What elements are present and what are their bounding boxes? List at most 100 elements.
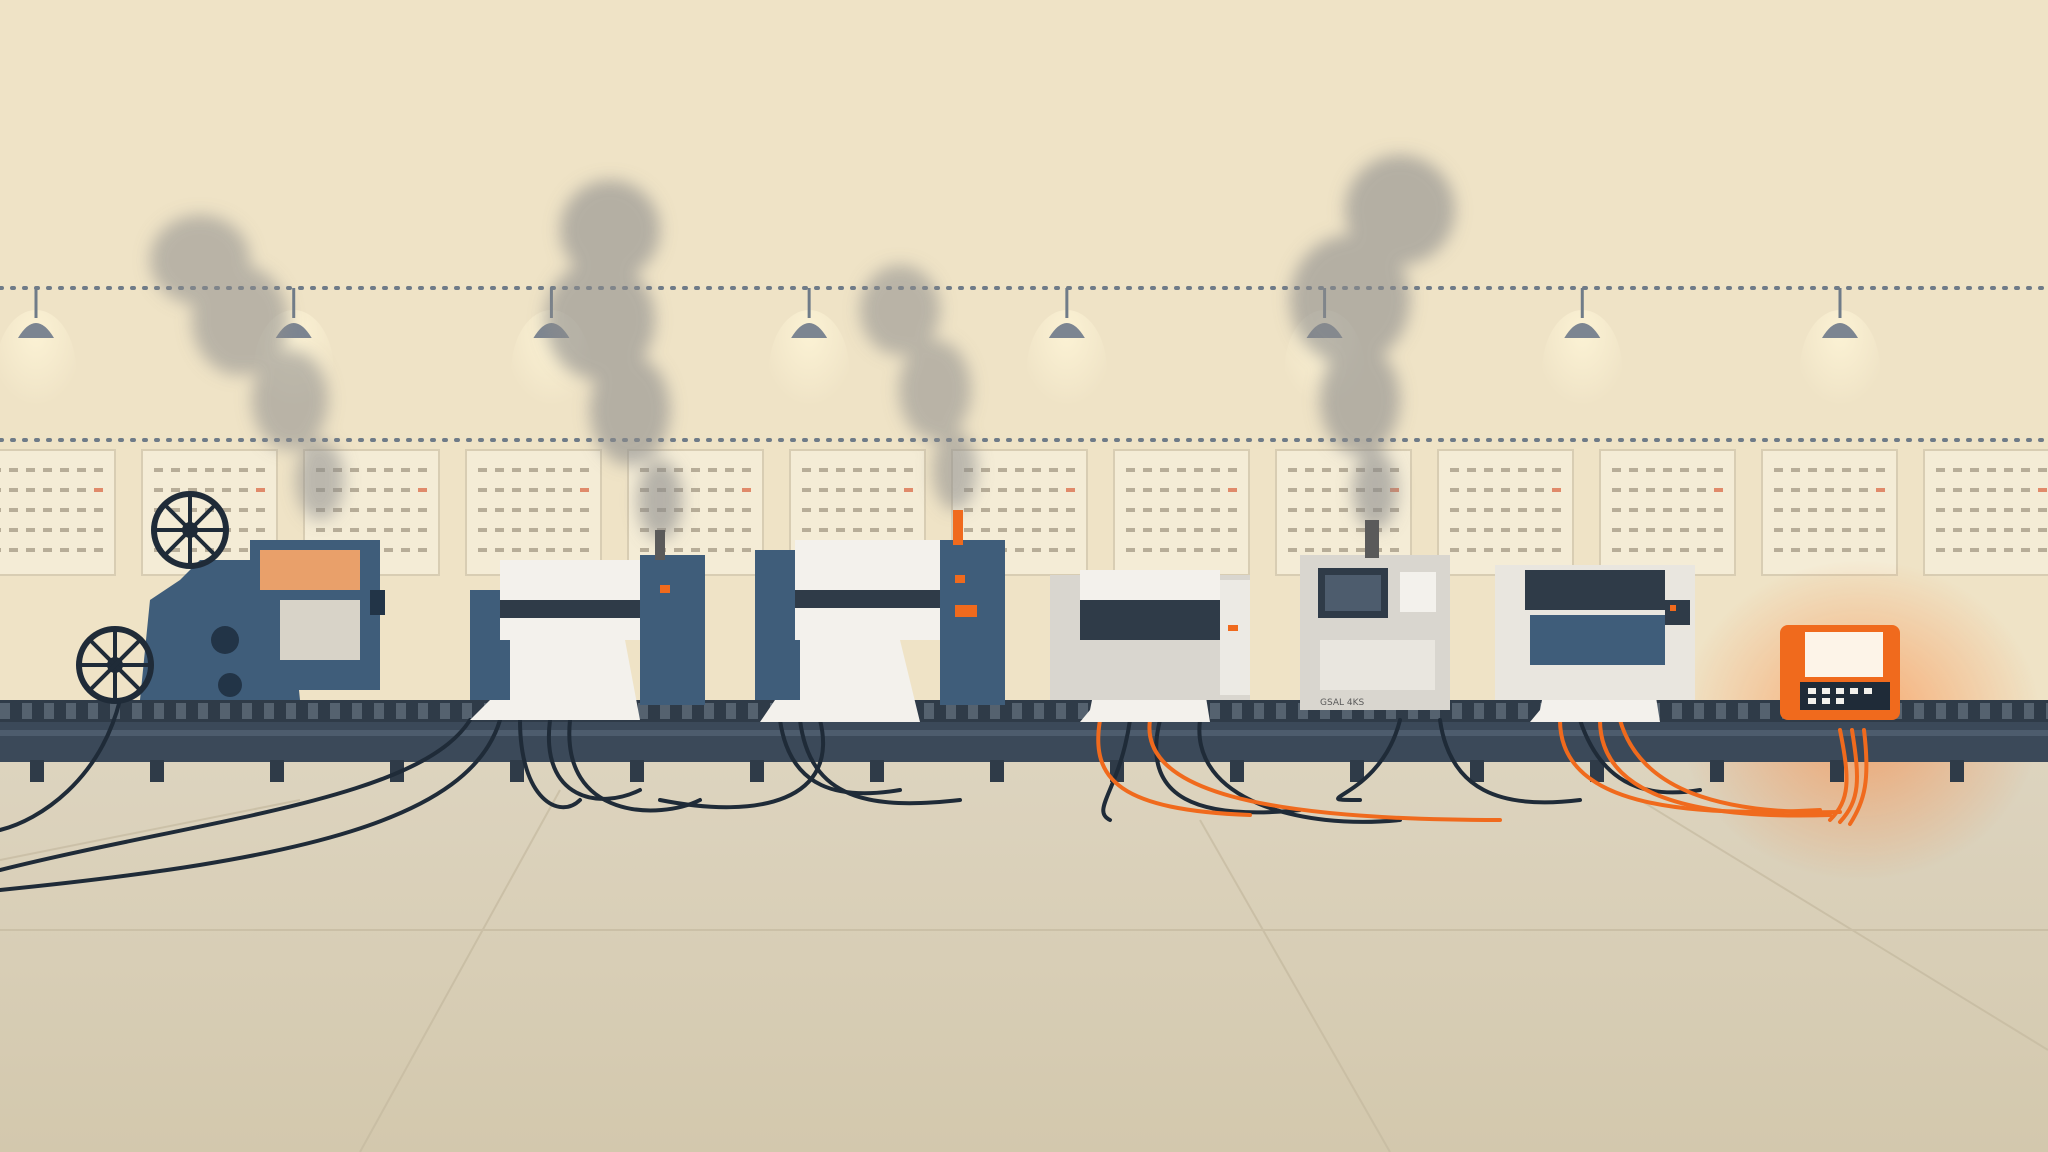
conveyor-leg bbox=[1350, 760, 1364, 782]
ceiling-lamp bbox=[1800, 288, 1880, 430]
conveyor-roller bbox=[440, 703, 450, 719]
conveyor-leg bbox=[30, 760, 44, 782]
conveyor-roller bbox=[66, 703, 76, 719]
smoke-plume-4 bbox=[1290, 155, 1455, 530]
conveyor-roller bbox=[176, 703, 186, 719]
conveyor-roller bbox=[1364, 703, 1374, 719]
conveyor-roller bbox=[660, 703, 670, 719]
conveyor-leg bbox=[510, 760, 524, 782]
machine-rotary-press-1 bbox=[470, 530, 705, 705]
machine-rotary-press-2 bbox=[755, 510, 1005, 705]
conveyor-leg bbox=[1590, 760, 1604, 782]
wall-calendar bbox=[1923, 449, 2048, 576]
wall-calendar bbox=[1599, 449, 1736, 576]
wall-calendar bbox=[0, 449, 116, 576]
ceiling-lamp bbox=[1026, 288, 1107, 430]
conveyor-roller bbox=[968, 703, 978, 719]
conveyor-roller bbox=[154, 703, 164, 719]
conveyor-roller bbox=[704, 703, 714, 719]
conveyor-roller bbox=[418, 703, 428, 719]
conveyor-roller bbox=[462, 703, 472, 719]
floor bbox=[0, 760, 2048, 1152]
conveyor-roller bbox=[242, 703, 252, 719]
conveyor-roller bbox=[2024, 703, 2034, 719]
ceiling-lamp bbox=[0, 288, 76, 430]
conveyor-roller bbox=[638, 703, 648, 719]
conveyor-leg bbox=[630, 760, 644, 782]
conveyor-roller bbox=[1430, 703, 1440, 719]
conveyor-roller bbox=[1760, 703, 1770, 719]
conveyor-roller bbox=[374, 703, 384, 719]
conveyor-leg bbox=[1830, 760, 1844, 782]
conveyor-roller bbox=[1232, 703, 1242, 719]
smoke-plume-3 bbox=[860, 265, 977, 510]
wall-calendar bbox=[1437, 449, 1574, 576]
conveyor-leg bbox=[1710, 760, 1724, 782]
conveyor-roller bbox=[1694, 703, 1704, 719]
smoke-plume-2 bbox=[545, 180, 682, 540]
conveyor-roller bbox=[132, 703, 142, 719]
conveyor-roller bbox=[2002, 703, 2012, 719]
machine-modern-device bbox=[1780, 625, 1900, 720]
conveyor-leg bbox=[1230, 760, 1244, 782]
conveyor-roller bbox=[1320, 703, 1330, 719]
conveyor-roller bbox=[1518, 703, 1528, 719]
conveyor-roller bbox=[748, 703, 758, 719]
conveyor-roller bbox=[88, 703, 98, 719]
conveyor-roller bbox=[1056, 703, 1066, 719]
conveyor-roller bbox=[1254, 703, 1264, 719]
conveyor-roller bbox=[1276, 703, 1286, 719]
conveyor-leg bbox=[990, 760, 1004, 782]
conveyor-roller bbox=[1914, 703, 1924, 719]
conveyor-leg bbox=[750, 760, 764, 782]
conveyor-leg bbox=[870, 760, 884, 782]
conveyor-roller bbox=[1980, 703, 1990, 719]
device-badge-label: GSAL 4KS bbox=[1320, 698, 1365, 708]
conveyor-roller bbox=[946, 703, 956, 719]
conveyor-roller bbox=[726, 703, 736, 719]
conveyor-roller bbox=[1298, 703, 1308, 719]
conveyor-roller bbox=[0, 703, 10, 719]
conveyor-roller bbox=[1078, 703, 1088, 719]
conveyor-roller bbox=[1012, 703, 1022, 719]
conveyor-roller bbox=[198, 703, 208, 719]
conveyor-roller bbox=[286, 703, 296, 719]
cables-dark bbox=[0, 698, 1702, 892]
machine-offset-printer bbox=[1050, 570, 1250, 700]
ceiling-lamp bbox=[1542, 288, 1623, 430]
smoke-plumes bbox=[150, 155, 1455, 540]
machine-digital-copier: GSAL 4KS bbox=[1300, 520, 1450, 710]
conveyor-roller bbox=[990, 703, 1000, 719]
conveyor-roller bbox=[396, 703, 406, 719]
machine-laser-printer bbox=[1495, 565, 1695, 700]
conveyor-roller bbox=[682, 703, 692, 719]
conveyor-roller bbox=[2046, 703, 2048, 719]
smoke-plume-1 bbox=[150, 215, 344, 520]
conveyor-roller bbox=[220, 703, 230, 719]
ceiling-lamp bbox=[769, 288, 850, 430]
conveyor-roller bbox=[1496, 703, 1506, 719]
floor-tile-lines bbox=[0, 789, 2048, 1152]
conveyor-roller bbox=[1958, 703, 1968, 719]
conveyor-roller bbox=[1034, 703, 1044, 719]
conveyor-roller bbox=[1342, 703, 1352, 719]
cables-orange bbox=[1096, 718, 1869, 826]
conveyor-roller bbox=[1386, 703, 1396, 719]
conveyor-leg bbox=[150, 760, 164, 782]
wall-calendar bbox=[1113, 449, 1250, 576]
conveyor-leg bbox=[1950, 760, 1964, 782]
conveyor-roller bbox=[1408, 703, 1418, 719]
wall-calendar bbox=[1761, 449, 1898, 576]
conveyor-roller bbox=[1738, 703, 1748, 719]
conveyor-roller bbox=[352, 703, 362, 719]
conveyor-leg bbox=[1470, 760, 1484, 782]
conveyor-roller bbox=[924, 703, 934, 719]
wall-calendar bbox=[465, 449, 602, 576]
conveyor-roller bbox=[1672, 703, 1682, 719]
conveyor-roller bbox=[308, 703, 318, 719]
conveyor-roller bbox=[1474, 703, 1484, 719]
conveyor-roller bbox=[1716, 703, 1726, 719]
conveyor-roller bbox=[330, 703, 340, 719]
conveyor-roller bbox=[264, 703, 274, 719]
